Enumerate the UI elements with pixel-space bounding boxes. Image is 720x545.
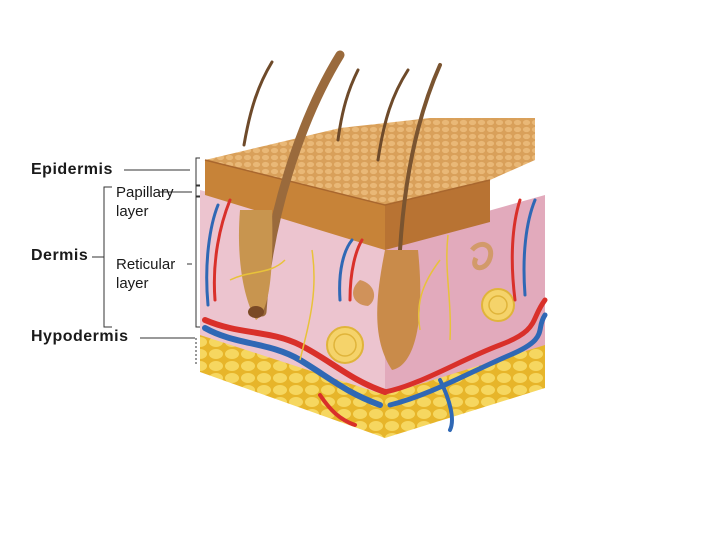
label-reticular-line2: layer (116, 275, 149, 292)
label-hypodermis: Hypodermis (31, 328, 129, 345)
hair-follicles (238, 210, 421, 370)
nerves (229, 234, 452, 361)
glands (326, 241, 515, 364)
label-dermis: Dermis (31, 247, 89, 264)
label-reticular-line1: Reticular (116, 256, 176, 273)
blood-vessels (202, 198, 548, 432)
leader-lines (92, 157, 200, 365)
label-reticular-layer: Reticular layer (116, 255, 175, 293)
epidermis-slab (204, 118, 535, 250)
label-papillary-line1: Papillary (116, 184, 174, 201)
label-epidermis: Epidermis (31, 161, 113, 178)
label-papillary-line2: layer (116, 203, 149, 220)
label-papillary-layer: Papillary layer (116, 183, 174, 221)
